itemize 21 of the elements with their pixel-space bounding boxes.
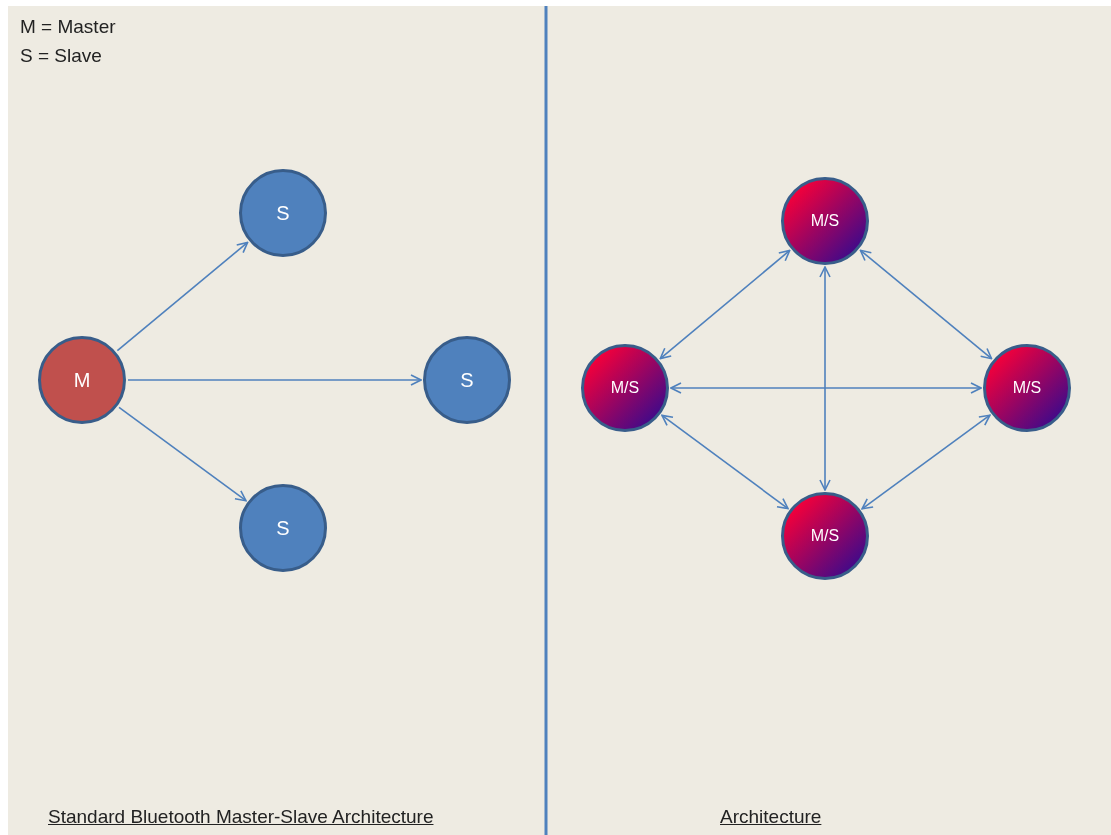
node-label: S (276, 516, 290, 540)
arrow (670, 382, 982, 394)
arrow (819, 266, 831, 491)
arrow (659, 249, 791, 360)
node-label: M/S (610, 379, 640, 397)
node-label: M/S (1012, 379, 1042, 397)
node-label: M/S (810, 527, 840, 545)
caption: Standard Bluetooth Master-Slave Architecture (48, 806, 434, 828)
arrow (661, 414, 789, 510)
caption: Architecture (720, 806, 822, 828)
node-label: S (460, 368, 474, 392)
arrow (859, 249, 993, 360)
legend-text: S = Slave (20, 45, 102, 67)
legend-text: M = Master (20, 16, 116, 38)
arrow (127, 374, 422, 386)
arrow (116, 241, 249, 352)
node-label: M/S (810, 212, 840, 230)
node-label: S (276, 201, 290, 225)
node-label: M (73, 368, 91, 392)
arrow (861, 414, 991, 510)
arrow (118, 406, 247, 502)
